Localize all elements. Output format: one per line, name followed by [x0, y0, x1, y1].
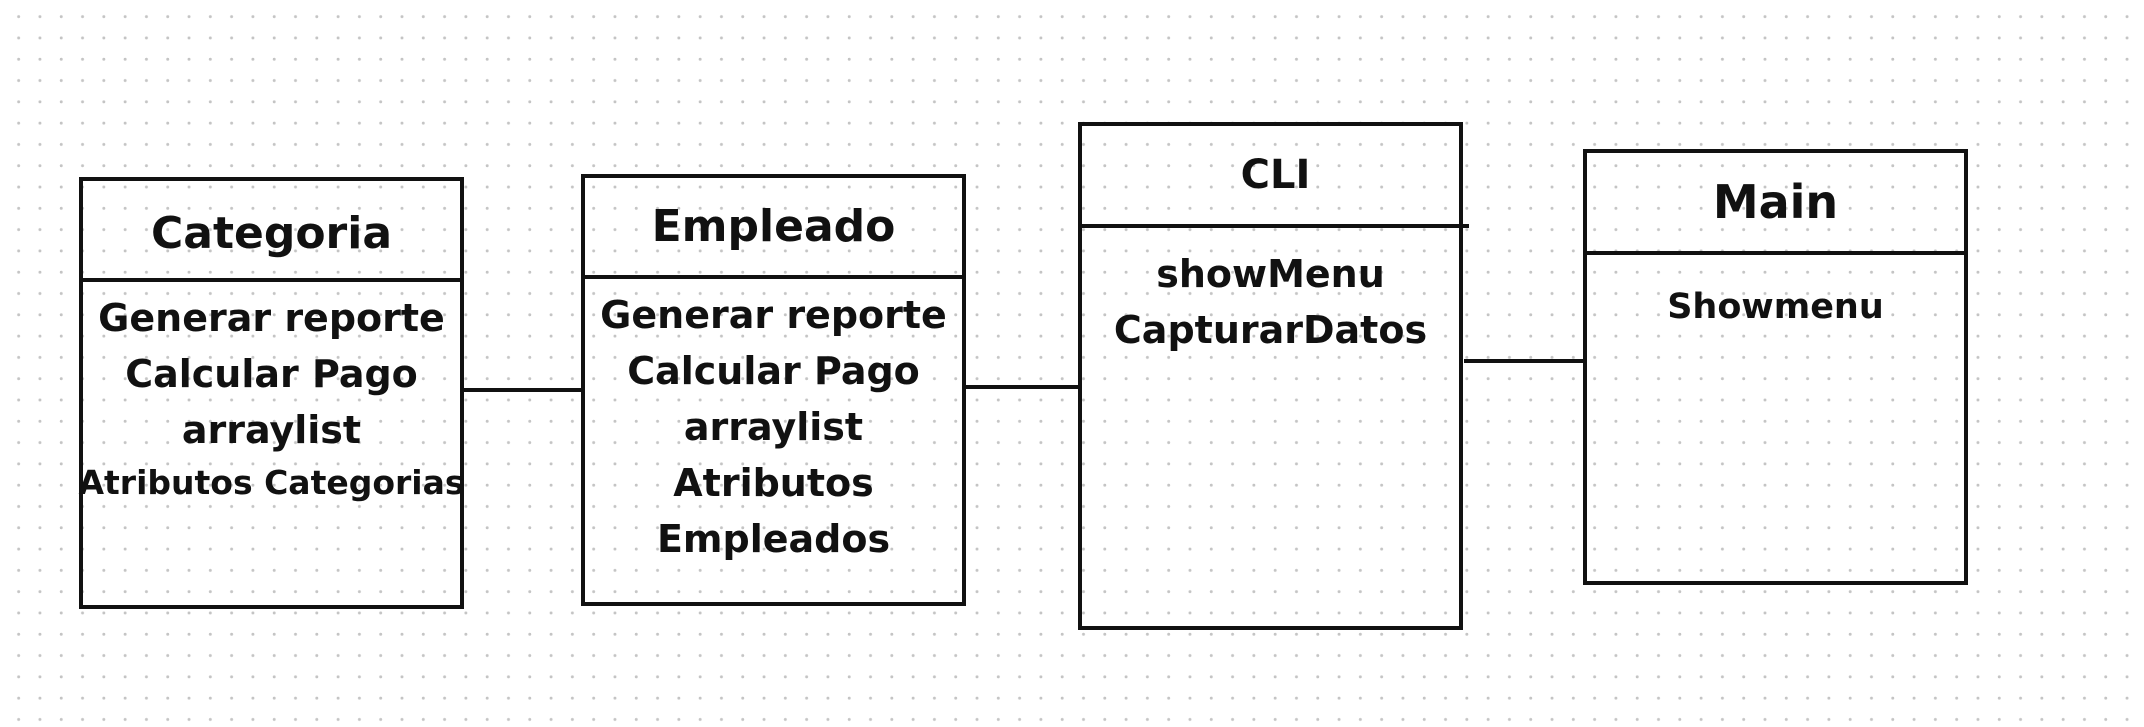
- class-item: arraylist: [181, 408, 362, 452]
- class-body-categoria: Generar reporte Calcular Pago arraylist …: [78, 282, 464, 605]
- class-body-empleado: Generar reporte Calcular Pago arraylist …: [585, 279, 962, 602]
- class-item: showMenu: [1156, 252, 1385, 296]
- class-item: CapturarDatos: [1113, 308, 1428, 352]
- class-title-empleado: Empleado: [585, 178, 962, 279]
- class-item: Generar reporte: [98, 296, 445, 340]
- class-title-main: Main: [1587, 153, 1964, 255]
- class-box-main[interactable]: Main Showmenu: [1583, 149, 1968, 585]
- class-item: Calcular Pago: [627, 349, 920, 393]
- class-item: Empleados: [656, 517, 891, 561]
- class-item: Atributos: [673, 461, 874, 505]
- class-box-empleado[interactable]: Empleado Generar reporte Calcular Pago a…: [581, 174, 966, 606]
- class-item: Atributos Categorias: [78, 463, 465, 502]
- connector-cli-main: [1464, 359, 1585, 363]
- class-item: Calcular Pago: [125, 352, 418, 396]
- class-box-categoria[interactable]: Categoria Generar reporte Calcular Pago …: [78, 177, 465, 609]
- class-item: Generar reporte: [600, 293, 947, 337]
- class-item: arraylist: [683, 405, 864, 449]
- class-title-categoria: Categoria: [83, 181, 460, 282]
- class-body-cli: showMenu CapturarDatos: [1082, 228, 1459, 626]
- connector-categoria-empleado: [462, 388, 583, 392]
- class-item: Showmenu: [1667, 287, 1884, 327]
- class-title-cli: CLI: [1082, 126, 1469, 228]
- class-box-cli[interactable]: CLI showMenu CapturarDatos: [1078, 122, 1469, 630]
- class-body-main: Showmenu: [1587, 255, 1964, 581]
- connector-empleado-cli: [964, 385, 1080, 389]
